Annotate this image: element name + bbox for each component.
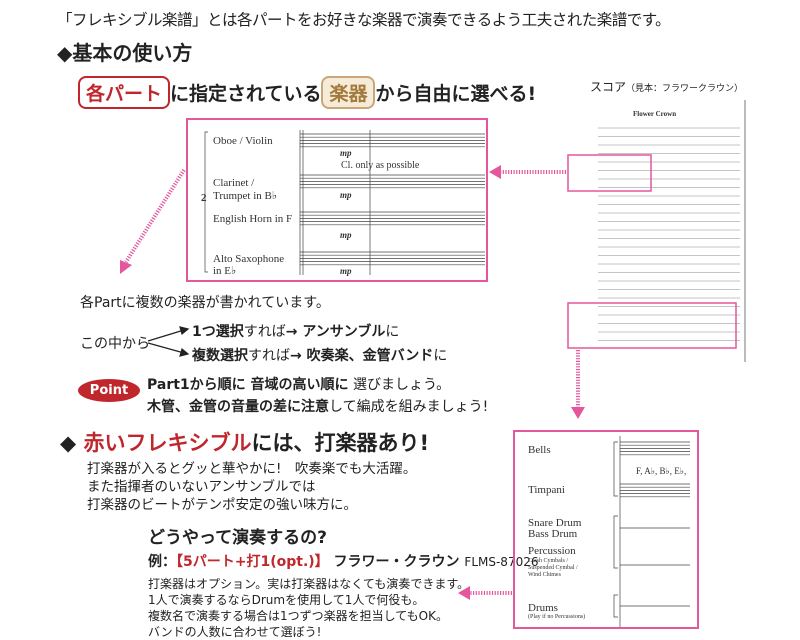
note-3: 複数名で演奏する場合は1つずつ楽器を担当してもOK。 <box>148 609 448 623</box>
score-thumbnail <box>565 100 745 362</box>
score-label: スコア（見本：フラワークラウン） <box>590 80 744 94</box>
thumbnail-highlight-percussion <box>567 302 737 349</box>
point-line-1: Part1から順に 音域の高い順に 選びましょう。 <box>147 377 451 393</box>
perc-chimes: Wind Chimes <box>528 572 561 578</box>
thumbnail-title: Flower Crown <box>633 110 677 118</box>
how-to-play-heading: どうやって演奏するの? <box>148 528 328 548</box>
perc-crash: Crash Cymbals / <box>528 558 568 564</box>
dynamic-mark: mp <box>340 266 352 276</box>
dynamic-mark: mp <box>340 190 352 200</box>
percussion-para-1: 打楽器が入るとグッと華やかに! 吹奏楽でも大活躍。 <box>87 461 417 477</box>
note-1: 打楽器はオプション。実は打楽器はなくても演奏できます。 <box>148 577 470 591</box>
point-line-2: 木管、金管の音量の差に注意して編成を組みましょう! <box>147 399 489 415</box>
sub-text-mid: に指定されている <box>170 83 322 105</box>
instrument-pill: 楽器 <box>321 76 376 109</box>
point-badge: Point <box>78 379 140 402</box>
note-2: 1人で演奏するならDrumを使用して1人で何役も。 <box>148 593 425 607</box>
score-excerpt <box>186 118 488 282</box>
explain-line: 各Partに複数の楽器が書かれています。 <box>80 295 330 311</box>
thumbnail-highlight-parts <box>567 154 652 192</box>
percussion-score <box>513 430 699 629</box>
instrument-oboe: Oboe / Violin <box>213 135 273 147</box>
timpani-tuning: F, A♭, B♭, E♭, <box>636 466 687 476</box>
perc-percussion: Percussion <box>528 545 576 557</box>
percussion-para-3: 打楽器のビートがテンポ安定の強い味方に。 <box>87 497 357 513</box>
perc-drums: Drums <box>528 602 558 614</box>
basic-heading: ◆基本の使い方 <box>57 41 193 65</box>
basic-subheading: 各パート に指定されている 楽器 から自由に選べる! <box>78 76 536 109</box>
dynamic-mark: mp <box>340 148 352 158</box>
intro-text: 「フレキシブル楽譜」とは各パートをお好きな楽器で演奏できるよう工夫された楽譜です… <box>57 11 671 29</box>
dynamic-mark: mp <box>340 230 352 240</box>
score-annotation: Cl. only as possible <box>341 160 420 171</box>
note-4: バンドの人数に合わせて選ぼう! <box>148 625 322 639</box>
instrument-clarinet: Clarinet / <box>213 177 255 189</box>
percussion-heading: ◆ 赤いフレキシブルには、打楽器あり! <box>60 431 430 455</box>
perc-snare: Snare Drum <box>528 517 582 529</box>
option-multiple: 複数選択すれば→ 吹奏楽、金管バンドに <box>192 348 448 364</box>
perc-timpani: Timpani <box>528 484 565 496</box>
explain-from: この中から <box>80 336 150 352</box>
instrument-alto-sax-key: in E♭ <box>213 265 237 277</box>
instrument-english-horn: English Horn in F <box>213 213 293 225</box>
perc-bells: Bells <box>528 444 551 456</box>
part-pill: 各パート <box>78 76 171 109</box>
instrument-alto-sax: Alto Saxophone <box>213 253 285 265</box>
option-single: 1つ選択すれば→ アンサンブルに <box>192 324 400 340</box>
system-number: 2 <box>201 192 207 204</box>
arrow-excerpt-to-text <box>124 168 186 264</box>
perc-drums-note: (Play if no Percussions) <box>528 614 586 620</box>
perc-suspended: Suspended Cymbal / <box>528 565 578 571</box>
example-line: 例：【5パート+打1(opt.)】 フラワー・クラウン FLMS-87026 <box>148 554 539 570</box>
sub-text-end: から自由に選べる! <box>375 83 537 105</box>
perc-bass-drum: Bass Drum <box>528 528 578 540</box>
percussion-para-2: また指揮者のいないアンサンブルでは <box>87 479 316 495</box>
instrument-trumpet: Trumpet in B♭ <box>213 190 278 202</box>
excerpt-staves <box>204 130 485 275</box>
